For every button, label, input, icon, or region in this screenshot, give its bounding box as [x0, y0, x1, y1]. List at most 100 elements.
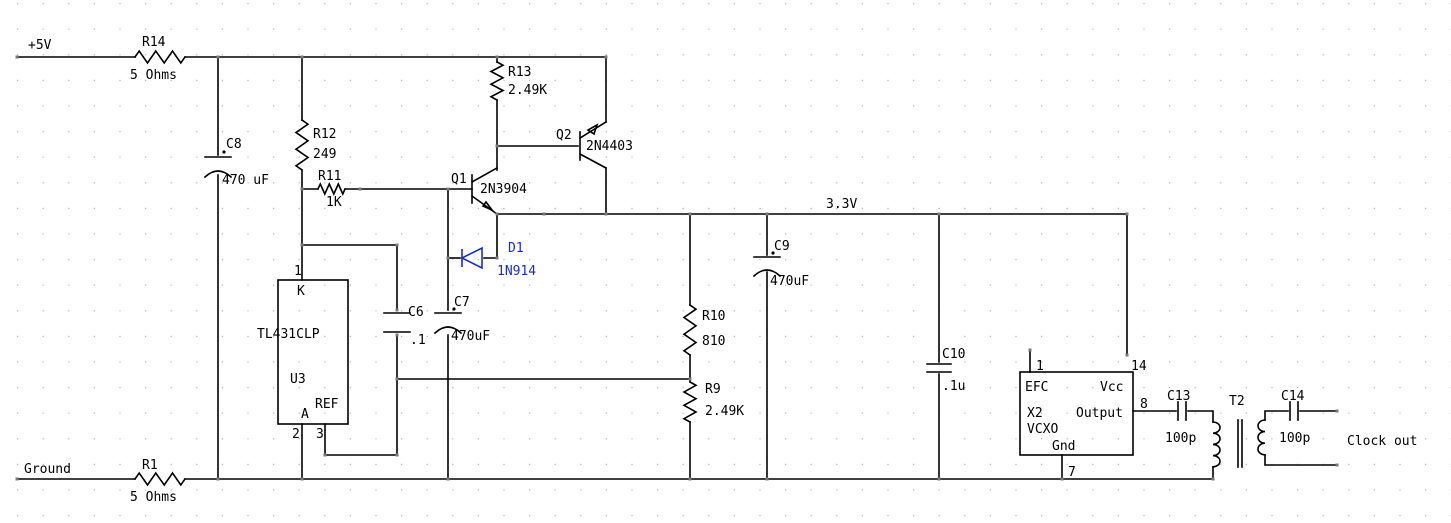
resistors	[133, 49, 698, 487]
r13-ref: R13	[508, 65, 531, 80]
c13-value: 100p	[1165, 431, 1196, 446]
terminal-marker	[15, 477, 19, 481]
terminal-marker	[688, 212, 692, 216]
r13-symbol	[489, 60, 505, 102]
terminal-marker	[323, 453, 327, 457]
u3-pin1: 1	[294, 264, 302, 279]
terminal-marker	[1335, 463, 1339, 467]
terminal-marker	[1028, 348, 1032, 352]
x2-pin7: 7	[1068, 465, 1076, 480]
c9-symbol	[752, 251, 782, 278]
x2-pin14: 14	[1131, 359, 1147, 374]
terminal-markers	[15, 55, 1339, 481]
x2-pin1: 1	[1036, 359, 1044, 374]
terminal-marker	[216, 55, 220, 59]
c14-value: 100p	[1279, 431, 1310, 446]
c8-ref: C8	[226, 137, 242, 152]
terminal-marker	[1060, 477, 1064, 481]
terminal-marker	[395, 377, 399, 381]
r11-value: 1K	[326, 195, 342, 210]
terminal-marker	[15, 55, 19, 59]
terminal-marker	[300, 243, 304, 247]
c7-value: 470uF	[451, 329, 490, 344]
r10-ref: R10	[702, 309, 725, 324]
net-label-ground: Ground	[24, 462, 71, 477]
x2-pin-gnd: Gnd	[1052, 439, 1075, 454]
terminal-marker	[604, 212, 608, 216]
x2-pin8: 8	[1140, 397, 1148, 412]
terminal-marker	[300, 55, 304, 59]
terminal-marker	[446, 256, 450, 260]
terminal-marker	[300, 477, 304, 481]
terminal-marker	[765, 212, 769, 216]
c10-value: .1u	[942, 379, 965, 394]
c13-ref: C13	[1167, 389, 1190, 404]
terminal-marker	[395, 243, 399, 247]
net-label-3v3: 3.3V	[826, 197, 857, 212]
q1-ref: Q1	[451, 172, 467, 187]
capacitors	[203, 150, 1299, 421]
t2-ref: T2	[1229, 394, 1245, 409]
r12-value: 249	[313, 147, 336, 162]
terminal-marker	[688, 377, 692, 381]
q1-value: 2N3904	[480, 182, 527, 197]
terminal-marker	[542, 212, 546, 216]
terminal-marker	[358, 187, 362, 191]
c7-ref: C7	[454, 295, 470, 310]
c8-value: 470 uF	[222, 173, 269, 188]
c14-ref: C14	[1281, 389, 1305, 404]
d1-value: 1N914	[497, 264, 536, 279]
terminal-marker	[1335, 409, 1339, 413]
d1-ref: D1	[508, 241, 524, 256]
r11-symbol	[316, 182, 347, 196]
u3-ref: U3	[290, 372, 306, 387]
terminal-marker	[300, 187, 304, 191]
c6-value: .1	[410, 333, 426, 348]
u3-value: TL431CLP	[257, 327, 320, 342]
d1-symbol	[460, 246, 483, 270]
terminal-marker	[1125, 353, 1129, 357]
x2-ref: X2	[1027, 406, 1043, 421]
c6-ref: C6	[408, 305, 424, 320]
net-label-5v: +5V	[28, 38, 52, 53]
u3-pin2: 2	[292, 427, 300, 442]
terminal-marker	[937, 477, 941, 481]
q2-symbol	[578, 120, 608, 170]
terminal-marker	[395, 453, 399, 457]
terminal-marker	[937, 212, 941, 216]
terminal-marker	[395, 333, 399, 337]
terminal-marker	[446, 477, 450, 481]
terminal-marker	[688, 477, 692, 481]
q1-symbol	[470, 166, 499, 216]
r12-symbol	[294, 118, 310, 172]
c14-symbol	[1289, 401, 1299, 421]
c9-value: 470uF	[770, 274, 809, 289]
c7-symbol	[433, 307, 463, 335]
terminal-marker	[495, 256, 499, 260]
terminal-marker	[395, 308, 399, 312]
terminal-marker	[604, 55, 608, 59]
r13-value: 2.49K	[508, 83, 547, 98]
x2-pin-vcc: Vcc	[1100, 380, 1123, 395]
terminal-marker	[495, 55, 499, 59]
terminal-marker	[446, 187, 450, 191]
terminal-marker	[1125, 212, 1129, 216]
q2-value: 2N4403	[586, 139, 633, 154]
u3-pin-ref: REF	[315, 397, 339, 412]
u3-pin-k: K	[297, 284, 305, 299]
u3-box	[277, 279, 349, 425]
terminal-marker	[765, 477, 769, 481]
labels: +5V Ground 3.3V Clock out R14 5 Ohms R1 …	[24, 35, 1417, 505]
r14-symbol	[133, 49, 187, 65]
r10-symbol	[682, 303, 698, 357]
r9-value: 2.49K	[705, 404, 744, 419]
x2-value: VCXO	[1027, 422, 1058, 437]
background-grid	[17, 3, 1451, 517]
x2-pin-efc: EFC	[1025, 380, 1048, 395]
x2-pin-output: Output	[1076, 406, 1123, 421]
r1-symbol	[133, 471, 187, 487]
net-label-clock-out: Clock out	[1347, 434, 1417, 449]
u3-pin-a: A	[301, 407, 309, 422]
c9-ref: C9	[774, 239, 790, 254]
